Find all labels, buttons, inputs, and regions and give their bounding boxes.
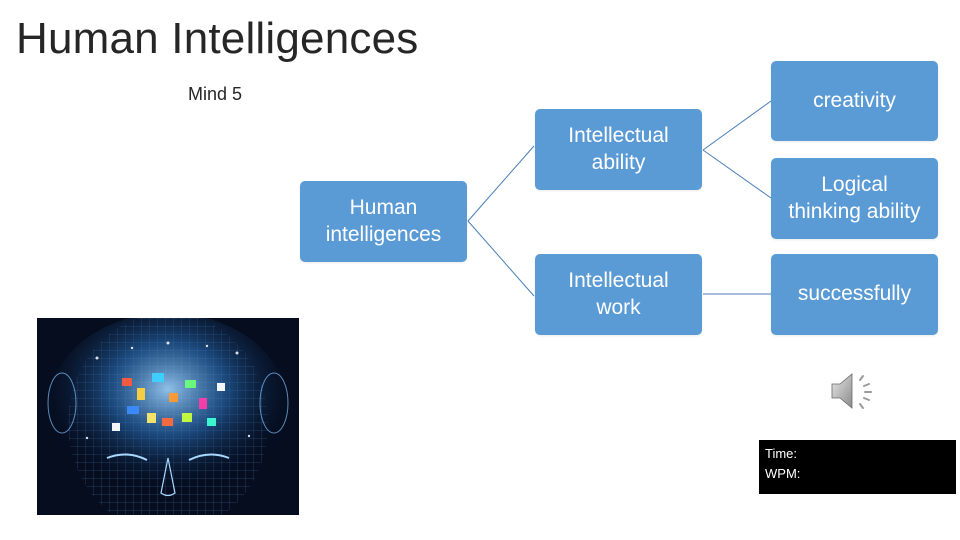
brain-head-photo-icon xyxy=(37,318,299,515)
node-successfully: successfully xyxy=(771,254,938,335)
node-logical-thinking: Logical thinking ability xyxy=(771,158,938,239)
connector-ability-to-logical xyxy=(702,149,772,199)
speaker-icon[interactable] xyxy=(828,368,880,414)
node-label: Intellectual ability xyxy=(568,124,669,174)
node-intellectual-ability: Intellectual ability xyxy=(535,109,702,190)
node-human-intelligences: Human intelligences xyxy=(300,181,467,262)
node-label: creativity xyxy=(813,88,896,112)
time-label: Time: xyxy=(765,446,798,461)
node-label: Human intelligences xyxy=(325,196,442,246)
connector-ability-to-creativity xyxy=(702,100,772,151)
node-label: Logical thinking ability xyxy=(788,173,921,223)
node-label: successfully xyxy=(797,282,912,306)
slide-subtitle: Mind 5 xyxy=(188,84,243,104)
connector-root-to-ability xyxy=(467,145,535,222)
node-intellectual-work: Intellectual work xyxy=(535,254,702,335)
timer-box: Time: WPM: xyxy=(759,440,956,494)
wpm-label: WPM: xyxy=(765,466,801,481)
slide-title: Human Intelligences xyxy=(16,14,419,63)
node-creativity: creativity xyxy=(771,61,938,141)
connector-root-to-work xyxy=(467,220,535,297)
node-label: Intellectual work xyxy=(568,269,669,319)
